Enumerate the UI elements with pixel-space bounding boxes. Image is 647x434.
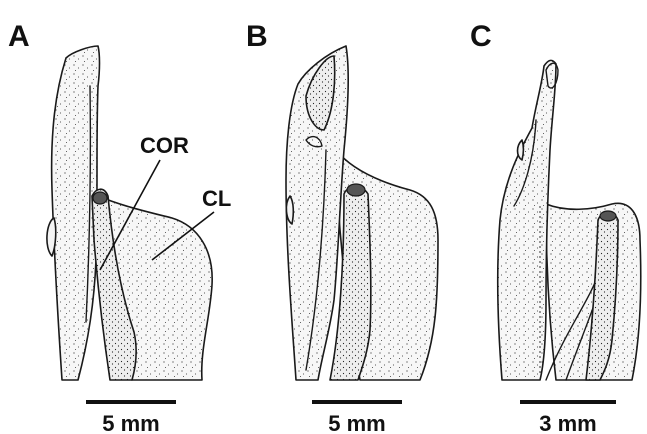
lateral-knob-c [518, 140, 524, 160]
panel-letter-c: C [470, 20, 492, 53]
articular-facet-b [347, 184, 365, 196]
articular-facet-c [600, 211, 616, 221]
panel-a: A COR CL 5 mm [8, 20, 231, 434]
callout-cor: COR [140, 133, 189, 158]
shaft-c [498, 60, 556, 380]
articular-facet-a [93, 192, 107, 204]
scale-label-b: 5 mm [328, 411, 385, 434]
panel-c: C 3 mm [470, 20, 641, 434]
panel-letter-a: A [8, 20, 30, 53]
callout-cl: CL [202, 186, 231, 211]
bone-drawing-c [498, 60, 641, 380]
scale-label-c: 3 mm [539, 411, 596, 434]
panel-b: B 5 mm [246, 20, 438, 434]
bone-drawing-a [47, 46, 212, 380]
bone-drawing-b [286, 46, 438, 380]
lateral-knob-a [47, 218, 56, 256]
scale-label-a: 5 mm [102, 411, 159, 434]
panel-letter-b: B [246, 20, 268, 53]
